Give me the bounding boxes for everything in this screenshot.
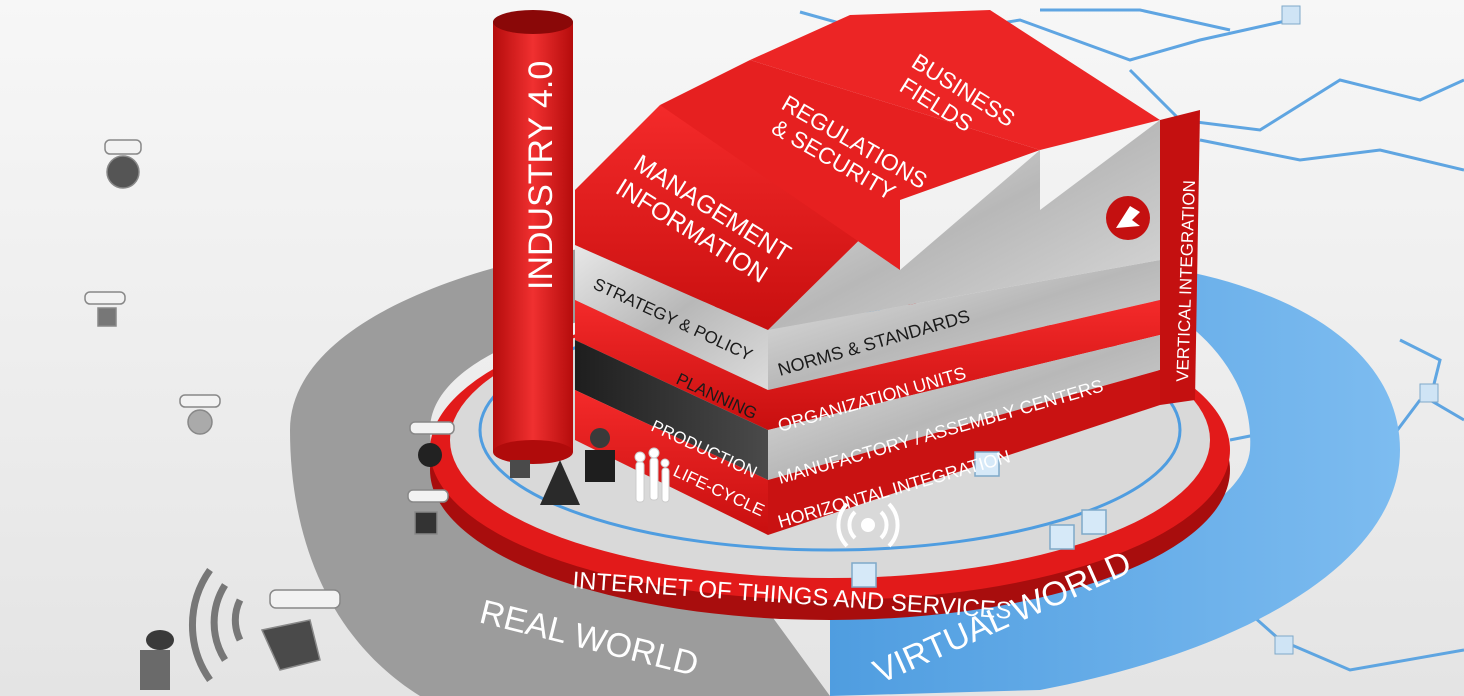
dragon-logo-icon bbox=[1106, 196, 1150, 240]
drone-icon bbox=[84, 291, 126, 327]
drone-icon bbox=[104, 139, 142, 189]
network-nodes bbox=[1274, 5, 1439, 655]
vertical-integration-wall bbox=[1160, 110, 1200, 405]
drone-icon bbox=[179, 394, 221, 435]
industry-tower bbox=[493, 10, 573, 464]
factory-roof-side bbox=[768, 120, 1160, 330]
wireless-icon bbox=[836, 502, 900, 548]
factory-roofs bbox=[575, 10, 1160, 330]
factory-side bbox=[768, 260, 1160, 535]
tower-label: INDUSTRY 4.0 bbox=[522, 61, 560, 290]
network-cubes bbox=[851, 451, 1107, 588]
robot-arm-icon bbox=[140, 630, 174, 690]
people-figures bbox=[634, 447, 670, 503]
primitive-shapes bbox=[418, 428, 615, 505]
factory-front bbox=[575, 245, 768, 535]
drone-icon bbox=[407, 421, 455, 535]
real-world-ring bbox=[290, 234, 830, 696]
drone-icon bbox=[260, 589, 341, 671]
signal-icon bbox=[189, 567, 244, 683]
